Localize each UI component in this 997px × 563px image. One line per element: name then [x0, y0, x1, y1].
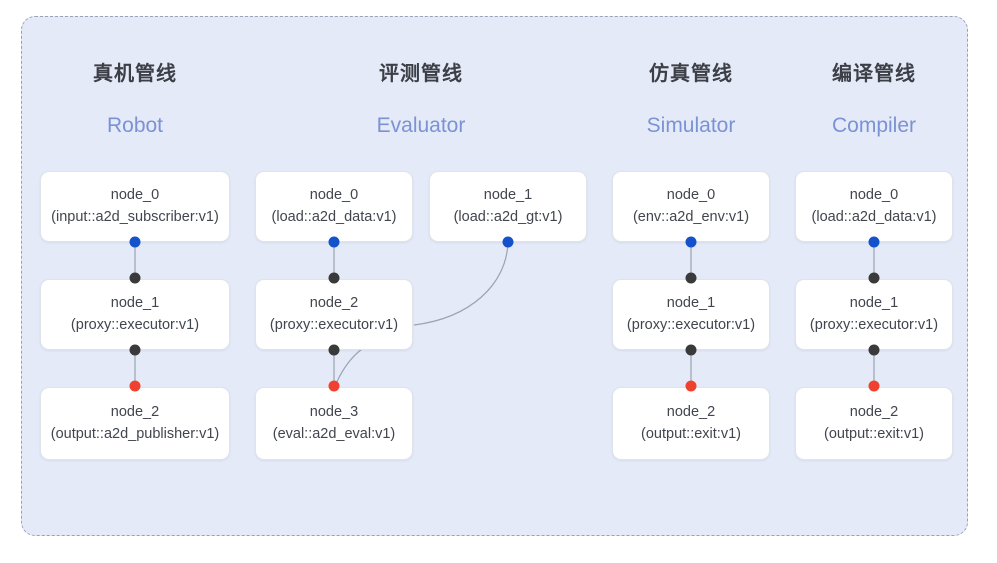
node-robot-0[interactable]: node_0 (input::a2d_subscriber:v1) — [40, 171, 230, 242]
node-signature: (proxy::executor:v1) — [626, 317, 756, 333]
port-output-evaluator-1[interactable] — [502, 236, 514, 248]
port-input-robot-1[interactable] — [129, 272, 141, 284]
node-simulator-1[interactable]: node_1 (proxy::executor:v1) — [612, 279, 770, 350]
node-id: node_3 — [309, 404, 359, 420]
node-id: node_2 — [849, 404, 899, 420]
port-output-simulator-1[interactable] — [685, 344, 697, 356]
column-title-cn-robot: 真机管线 — [93, 63, 177, 85]
node-signature: (proxy::executor:v1) — [70, 317, 200, 333]
node-robot-2[interactable]: node_2 (output::a2d_publisher:v1) — [40, 387, 230, 460]
node-signature: (output::exit:v1) — [824, 426, 924, 442]
column-title-cn-compiler: 编译管线 — [832, 63, 916, 85]
column-title-en-robot: Robot — [106, 114, 164, 137]
port-input-evaluator-2[interactable] — [328, 272, 340, 284]
column-title-en-evaluator: Evaluator — [376, 114, 466, 137]
node-id: node_0 — [849, 187, 899, 203]
node-id: node_2 — [110, 404, 160, 420]
node-signature: (load::a2d_data:v1) — [271, 209, 397, 225]
node-id: node_0 — [309, 187, 359, 203]
port-output-compiler-0[interactable] — [868, 236, 880, 248]
node-simulator-0[interactable]: node_0 (env::a2d_env:v1) — [612, 171, 770, 242]
node-simulator-2[interactable]: node_2 (output::exit:v1) — [612, 387, 770, 460]
node-id: node_2 — [666, 404, 716, 420]
node-signature: (load::a2d_gt:v1) — [453, 209, 563, 225]
node-signature: (proxy::executor:v1) — [269, 317, 399, 333]
node-id: node_1 — [849, 295, 899, 311]
node-signature: (output::exit:v1) — [641, 426, 741, 442]
port-input-simulator-1[interactable] — [685, 272, 697, 284]
node-signature: (env::a2d_env:v1) — [632, 209, 750, 225]
port-output-robot-1[interactable] — [129, 344, 141, 356]
column-title-cn-simulator: 仿真管线 — [649, 63, 733, 85]
node-id: node_1 — [666, 295, 716, 311]
column-title-en-simulator: Simulator — [646, 114, 736, 137]
column-title-cn-evaluator: 评测管线 — [379, 63, 463, 85]
port-output-compiler-1[interactable] — [868, 344, 880, 356]
port-input-robot-2[interactable] — [129, 380, 141, 392]
node-evaluator-1[interactable]: node_1 (load::a2d_gt:v1) — [429, 171, 587, 242]
column-header-simulator: 仿真管线 Simulator — [591, 62, 791, 138]
node-id: node_1 — [483, 187, 533, 203]
node-id: node_0 — [666, 187, 716, 203]
node-evaluator-3[interactable]: node_3 (eval::a2d_eval:v1) — [255, 387, 413, 460]
port-input-compiler-1[interactable] — [868, 272, 880, 284]
node-signature: (load::a2d_data:v1) — [811, 209, 937, 225]
node-id: node_1 — [110, 295, 160, 311]
port-input-compiler-2[interactable] — [868, 380, 880, 392]
port-input-simulator-2[interactable] — [685, 380, 697, 392]
node-compiler-2[interactable]: node_2 (output::exit:v1) — [795, 387, 953, 460]
port-output-evaluator-2[interactable] — [328, 344, 340, 356]
node-evaluator-0[interactable]: node_0 (load::a2d_data:v1) — [255, 171, 413, 242]
column-header-compiler: 编译管线 Compiler — [774, 62, 974, 138]
node-compiler-0[interactable]: node_0 (load::a2d_data:v1) — [795, 171, 953, 242]
node-signature: (input::a2d_subscriber:v1) — [51, 209, 219, 225]
port-input-evaluator-3[interactable] — [328, 380, 340, 392]
port-output-robot-0[interactable] — [129, 236, 141, 248]
node-robot-1[interactable]: node_1 (proxy::executor:v1) — [40, 279, 230, 350]
node-signature: (output::a2d_publisher:v1) — [50, 426, 220, 442]
node-compiler-1[interactable]: node_1 (proxy::executor:v1) — [795, 279, 953, 350]
node-evaluator-2[interactable]: node_2 (proxy::executor:v1) — [255, 279, 413, 350]
column-title-en-compiler: Compiler — [831, 114, 917, 137]
node-id: node_2 — [309, 295, 359, 311]
column-header-robot: 真机管线 Robot — [35, 62, 235, 138]
port-output-evaluator-0[interactable] — [328, 236, 340, 248]
node-id: node_0 — [110, 187, 160, 203]
node-signature: (proxy::executor:v1) — [809, 317, 939, 333]
node-signature: (eval::a2d_eval:v1) — [272, 426, 396, 442]
column-header-evaluator: 评测管线 Evaluator — [321, 62, 521, 138]
port-output-simulator-0[interactable] — [685, 236, 697, 248]
